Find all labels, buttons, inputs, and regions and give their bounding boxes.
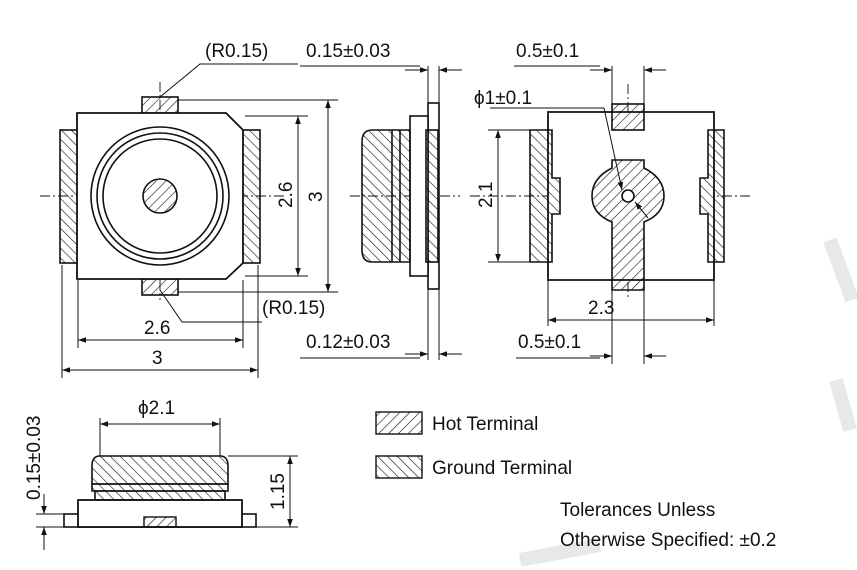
bottom-view-right-pad bbox=[699, 129, 725, 263]
front-view-post bbox=[91, 455, 229, 485]
dim-tab-thickness-bottom: 0.12±0.03 bbox=[306, 332, 390, 353]
dim-inner-height: 2.6 bbox=[276, 182, 297, 208]
top-view-right-pad bbox=[241, 129, 261, 264]
center-pin bbox=[142, 178, 178, 214]
front-view bbox=[36, 418, 298, 550]
legend-hot-label: Hot Terminal bbox=[432, 414, 538, 435]
dim-base-thickness: 0.15±0.03 bbox=[24, 416, 45, 500]
tolerance-note: Tolerances Unless Otherwise Specified: ±… bbox=[560, 500, 776, 551]
top-view-left-pad bbox=[59, 129, 79, 264]
dim-total-height: 1.15 bbox=[268, 473, 289, 510]
bottom-view-top-pad bbox=[611, 103, 645, 131]
watermark bbox=[518, 237, 857, 567]
note-line-1: Tolerances Unless bbox=[560, 500, 715, 521]
dim-pad-height: 2.1 bbox=[476, 182, 497, 208]
bottom-tab bbox=[141, 278, 179, 296]
dim-pad-span: 2.3 bbox=[588, 298, 614, 319]
dim-outer-height: 3 bbox=[306, 191, 327, 202]
top-view bbox=[40, 63, 338, 378]
bottom-view bbox=[470, 65, 750, 364]
bottom-view-left-pad bbox=[529, 129, 561, 263]
dim-hot-pad-width-top: 0.5±0.1 bbox=[516, 41, 579, 62]
legend: Hot Terminal Ground Terminal bbox=[375, 411, 572, 479]
dim-hole-dia: ϕ1±0.1 bbox=[474, 88, 532, 109]
dim-outer-width: 3 bbox=[152, 348, 163, 369]
side-view bbox=[300, 65, 462, 360]
side-view-pad bbox=[425, 129, 439, 263]
legend-ground-label: Ground Terminal bbox=[432, 458, 572, 479]
top-tab bbox=[141, 96, 179, 114]
legend-ground-swatch bbox=[375, 455, 423, 479]
note-line-2: Otherwise Specified: ±0.2 bbox=[560, 530, 776, 551]
dim-r-bottom: (R0.15) bbox=[262, 298, 325, 319]
dim-post-dia: ϕ2.1 bbox=[138, 398, 175, 419]
dim-inner-width: 2.6 bbox=[144, 318, 170, 339]
dimension-labels: (R0.15) (R0.15) 0.15±0.03 0.12±0.03 0.5±… bbox=[24, 41, 614, 510]
dim-hot-pad-width-bottom: 0.5±0.1 bbox=[518, 332, 581, 353]
side-view-post bbox=[361, 129, 411, 263]
dim-tab-thickness-top: 0.15±0.03 bbox=[306, 41, 390, 62]
legend-hot-swatch bbox=[375, 411, 423, 435]
dim-r-top: (R0.15) bbox=[205, 41, 268, 62]
